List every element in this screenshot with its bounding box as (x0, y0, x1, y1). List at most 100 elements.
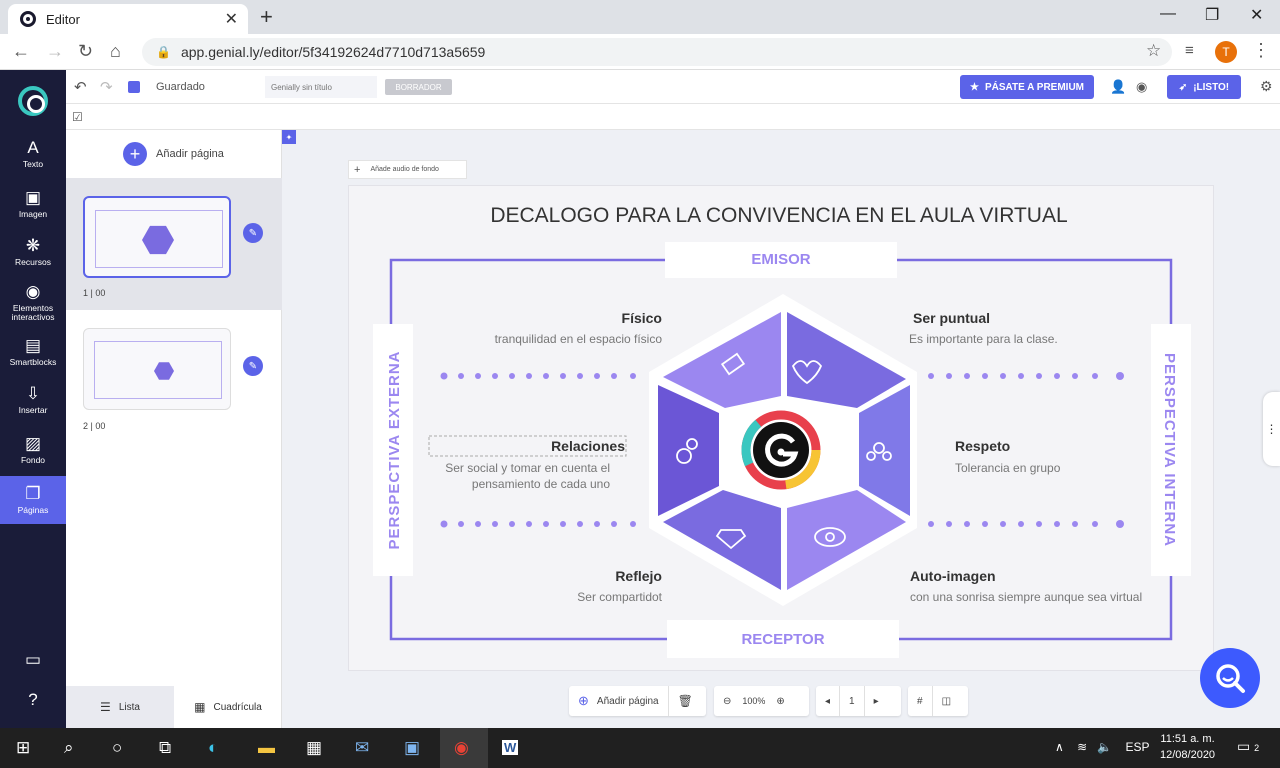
prev-page-button[interactable]: ◂ (816, 686, 839, 716)
relaciones-selection-box[interactable] (428, 435, 627, 457)
volume-icon[interactable]: 🔈 (1097, 740, 1113, 754)
segment-respeto[interactable] (859, 385, 910, 516)
tool-smartblocks[interactable]: ▤ Smartblocks (0, 336, 66, 367)
add-page-button[interactable]: + Añadir página (66, 130, 282, 178)
tool-paginas[interactable]: ❐ Páginas (0, 476, 66, 524)
fisico-desc[interactable]: tranquilidad en el espacio físico (495, 332, 663, 346)
page-indicator[interactable]: 1 (849, 695, 855, 707)
listo-button[interactable]: ➶ ¡LISTO! (1167, 75, 1241, 99)
delete-page-button[interactable]: 🗑 (669, 686, 702, 716)
slide-title[interactable]: DECALOGO PARA LA CONVIVENCIA EN EL AULA … (490, 204, 1067, 227)
search-icon[interactable]: ⌕ (64, 738, 74, 757)
relaciones-title[interactable]: Relaciones (551, 438, 625, 454)
page-thumbnail[interactable] (83, 328, 231, 410)
undo-icon[interactable]: ↶ (74, 79, 87, 96)
perspectiva-externa-label[interactable]: PERSPECTIVA EXTERNA (386, 350, 403, 549)
tool-texto[interactable]: A Texto (0, 138, 66, 169)
divider (667, 686, 669, 716)
grid-guide-button[interactable]: # (908, 686, 932, 716)
page-thumb-row[interactable]: ✎ 2 | 00 (66, 310, 282, 442)
mail-icon[interactable]: ✉ (355, 738, 370, 757)
control-panel-icon[interactable]: ▣ (404, 738, 421, 757)
auto-title[interactable]: Auto-imagen (910, 568, 996, 584)
close-window-icon[interactable]: ✕ (1250, 7, 1264, 24)
tool-help[interactable]: ? (0, 690, 66, 712)
bookmark-star-icon[interactable]: ☆ (1146, 41, 1162, 60)
add-user-icon[interactable]: 👤 (1110, 79, 1127, 94)
tool-elementos-interactivos[interactable]: ◉ Elementos interactivos (0, 282, 66, 323)
tab-lista[interactable]: ☰ Lista (66, 686, 174, 728)
tab-cuadricula[interactable]: ▦ Cuadrícula (194, 700, 262, 714)
auto-desc[interactable]: con una sonrisa siempre aunque sea virtu… (910, 590, 1142, 604)
reflejo-desc[interactable]: Ser compartidot (577, 590, 662, 604)
word-icon[interactable]: W (502, 740, 519, 755)
chevron-up-icon[interactable]: ∧ (1055, 740, 1064, 754)
redo-icon[interactable]: ↷ (100, 79, 113, 96)
tool-insertar[interactable]: ⇩ Insertar (0, 384, 66, 415)
browser-menu-icon[interactable]: ⋮ (1252, 40, 1270, 60)
slide-canvas[interactable]: DECALOGO PARA LA CONVIVENCIA EN EL AULA … (348, 185, 1214, 671)
split-view-button[interactable]: ◫ (933, 686, 960, 716)
language-indicator[interactable]: ESP (1125, 740, 1150, 754)
cortana-icon[interactable]: ○ (112, 738, 123, 757)
url-field[interactable]: 🔒 app.genial.ly/editor/5f34192624d7710d7… (142, 38, 1172, 66)
search-fab[interactable] (1200, 648, 1260, 708)
gear-icon[interactable]: ⚙ (1260, 78, 1273, 94)
emisor-label[interactable]: EMISOR (751, 251, 810, 268)
minimize-icon[interactable]: — (1160, 5, 1176, 22)
notification-center[interactable]: ▭ 2 (1237, 738, 1259, 755)
clock[interactable]: 11:51 a. m. 12/08/2020 (1160, 732, 1215, 764)
segment-fisico[interactable] (663, 312, 781, 408)
magic-wand-icon[interactable]: ✎ (243, 223, 263, 243)
reload-icon[interactable]: ↻ (78, 41, 94, 61)
store-icon[interactable]: ▦ (306, 738, 323, 757)
genially-logo[interactable] (18, 86, 48, 116)
new-tab-icon[interactable]: + (260, 4, 273, 29)
next-page-button[interactable]: ▸ (865, 686, 888, 716)
edge-icon[interactable]: ◐ (208, 738, 219, 757)
premium-button[interactable]: ★ PÁSATE A PREMIUM (960, 75, 1094, 99)
chrome-taskbar-slot[interactable] (440, 728, 488, 768)
file-explorer-icon[interactable]: ▬ (258, 738, 275, 757)
pin-icon[interactable]: ✦ (282, 130, 296, 144)
puntual-desc[interactable]: Es importante para la clase. (909, 332, 1058, 346)
receptor-label[interactable]: RECEPTOR (741, 631, 824, 648)
close-tab-icon[interactable]: ✕ (224, 11, 238, 28)
relaciones-desc-1[interactable]: Ser social y tomar en cuenta el (445, 461, 610, 475)
segment-auto[interactable] (787, 490, 906, 590)
side-panel-handle[interactable]: ⋮ (1263, 392, 1280, 466)
home-icon[interactable]: ⌂ (110, 41, 121, 61)
media-control-icon[interactable]: ≡ (1185, 42, 1194, 59)
zoom-in-button[interactable]: ⊕ (767, 686, 793, 716)
tool-imagen[interactable]: ▣ Imagen (0, 188, 66, 219)
back-icon[interactable]: ← (12, 41, 30, 61)
profile-avatar[interactable]: T (1215, 41, 1237, 63)
fisico-title[interactable]: Físico (622, 310, 662, 326)
windows-start-icon[interactable]: ⊞ (16, 738, 31, 757)
add-audio-button[interactable]: + Añade audio de fondo (348, 160, 467, 179)
bottom-add-page-button[interactable]: ⊕ Añadir página (578, 693, 659, 708)
respeto-title[interactable]: Respeto (955, 438, 1010, 454)
tool-fondo[interactable]: ▨ Fondo (0, 434, 66, 465)
preview-eye-icon[interactable]: ◉ (1136, 79, 1148, 94)
respeto-desc[interactable]: Tolerancia en grupo (955, 461, 1061, 475)
page-thumbnail[interactable] (83, 196, 231, 278)
chrome-icon[interactable]: ◉ (454, 738, 469, 757)
wifi-icon[interactable]: ≋ (1077, 740, 1088, 754)
perspectiva-interna-label[interactable]: PERSPECTIVA INTERNA (1161, 353, 1178, 547)
forward-icon[interactable]: → (46, 41, 64, 61)
tool-recursos[interactable]: ❋ Recursos (0, 236, 66, 267)
puntual-title[interactable]: Ser puntual (913, 310, 990, 326)
task-view-icon[interactable]: ⧉ (159, 738, 172, 757)
reflejo-title[interactable]: Reflejo (615, 568, 662, 584)
tool-briefcase[interactable]: ▭ (0, 650, 66, 672)
checklist-icon[interactable]: ☑ (72, 110, 83, 124)
relaciones-desc-2[interactable]: pensamiento de cada uno (472, 477, 610, 491)
zoom-out-button[interactable]: ⊖ (714, 686, 740, 716)
segment-puntual[interactable] (787, 312, 906, 408)
browser-tab[interactable]: Editor ✕ (8, 4, 248, 34)
genially-title-input[interactable] (265, 76, 377, 98)
magic-wand-icon[interactable]: ✎ (243, 356, 263, 376)
page-thumb-row[interactable]: ✎ 1 | 00 (66, 178, 282, 310)
maximize-icon[interactable]: ❐ (1205, 7, 1220, 24)
